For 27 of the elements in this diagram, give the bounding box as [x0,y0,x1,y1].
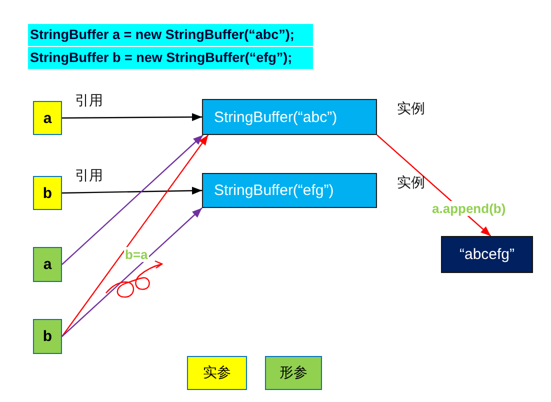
arrow [62,134,209,337]
edge-label: 引用 [75,167,103,185]
object-label: StringBuffer(“efg”) [214,182,334,199]
variable-name: b [42,328,52,345]
variable-box [33,247,62,282]
annotation-text: 实例 [397,174,425,192]
arrow [62,208,202,337]
legend-label: 实参 [203,364,231,382]
result-box [441,236,533,273]
annotation-text: 实例 [397,100,425,118]
arrow [62,134,204,265]
result-label: “abcefg” [459,246,515,263]
edge-label: a.append(b) [432,201,506,216]
object-box [202,173,377,208]
object-box [202,99,377,135]
annotation-text: b=a [124,247,149,262]
variable-box [33,101,62,135]
legend-label: 形参 [280,364,308,382]
variable-name: b [42,184,52,202]
variable-name: a [43,110,52,126]
object-label: StringBuffer(“abc”) [214,108,338,126]
variable-box [33,176,62,210]
edge-label: 引用 [75,92,103,110]
variable-name: a [43,256,52,273]
arrow [62,113,202,122]
arrow [62,186,202,195]
variable-box [33,319,62,354]
